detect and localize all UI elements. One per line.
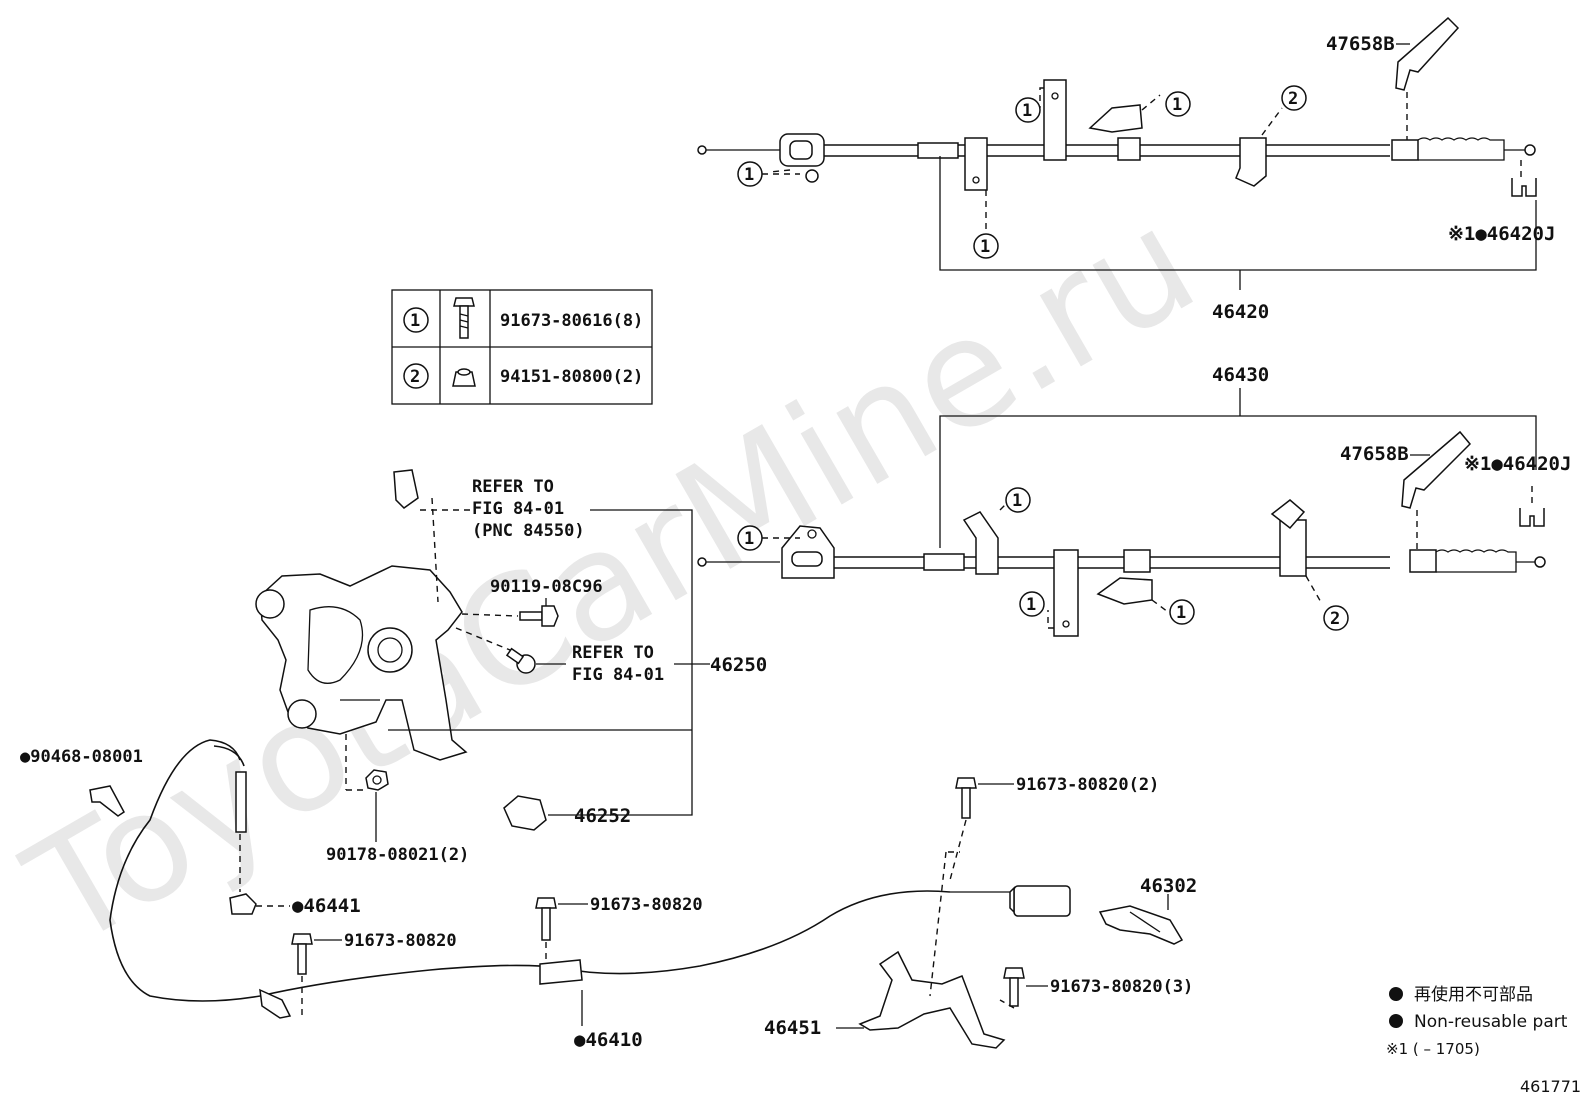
callout-lower-1b: 1	[1005, 487, 1031, 513]
bolt-91673-80820-2	[949, 777, 1014, 881]
table-row: 1 91673-80616(8)	[403, 297, 643, 339]
legend-jp: 再使用不可部品	[1414, 984, 1533, 1005]
label-47658b-top: 47658B	[1326, 33, 1395, 55]
table-cell-part: 91673-80616(8)	[500, 311, 643, 331]
clip-90468	[89, 785, 125, 817]
svg-text:1: 1	[1172, 95, 1182, 115]
parking-brake-pedal	[255, 469, 468, 791]
callout-upper-1d: 1	[1165, 91, 1191, 117]
label-46451: 46451	[764, 1017, 821, 1039]
label-46420j-mid: ※1●46420J	[1464, 453, 1571, 475]
bolt-91673-80820-left	[291, 933, 342, 1016]
svg-text:1: 1	[744, 165, 754, 185]
cable-46430	[697, 430, 1546, 637]
legend: 再使用不可部品 Non-reusable part ※1 ( – 1705)	[1386, 984, 1568, 1058]
svg-text:1: 1	[410, 311, 420, 331]
label-46420j-top: ※1●46420J	[1448, 223, 1555, 245]
bolt-refer-fig	[455, 627, 566, 674]
callout-lower-1d: 1	[1169, 599, 1195, 625]
svg-text:2: 2	[410, 367, 420, 387]
label-46420: 46420	[1212, 301, 1269, 323]
table-row: 2 94151-80800(2)	[403, 363, 643, 389]
grommet-46441	[229, 834, 290, 915]
label-91673-left: 91673-80820	[344, 931, 457, 951]
label-46250: 46250	[710, 654, 767, 676]
callout-lower-2: 2	[1323, 605, 1349, 631]
table-cell-part: 94151-80800(2)	[500, 367, 643, 387]
bolt-90119	[461, 598, 559, 627]
watermark: ToyotaCarMine.ru	[0, 175, 1223, 981]
svg-text:1: 1	[1022, 101, 1032, 121]
label-90178: 90178-08021(2)	[326, 845, 469, 865]
label-91673-center: 91673-80820	[590, 895, 703, 915]
label-46302: 46302	[1140, 875, 1197, 897]
label-46441: ●46441	[292, 895, 361, 917]
label-refer-b2: FIG 84-01	[572, 665, 664, 685]
pedal-pad-46252	[503, 795, 547, 831]
label-46410: ●46410	[574, 1029, 643, 1051]
clamp-46302	[1098, 894, 1184, 945]
label-refer-a2: FIG 84-01	[472, 499, 564, 519]
label-46252: 46252	[574, 805, 631, 827]
label-refer-b1: REFER TO	[572, 643, 654, 663]
nut-90178	[365, 769, 389, 791]
fastener-table: 1 91673-80616(8) 2 94151-80800(2)	[391, 289, 653, 405]
svg-text:2: 2	[1330, 609, 1340, 629]
callout-lower-1a: 1	[737, 525, 763, 551]
nut-icon	[452, 368, 476, 387]
label-46430: 46430	[1212, 364, 1269, 386]
legend-footnote: ※1 ( – 1705)	[1386, 1040, 1480, 1058]
svg-text:2: 2	[1288, 89, 1298, 109]
label-90468: ●90468-08001	[20, 747, 143, 767]
bolt-91673-80820-3	[999, 967, 1048, 1009]
svg-text:1: 1	[1012, 491, 1022, 511]
label-47658b-mid: 47658B	[1340, 443, 1409, 465]
callout-upper-1c: 1	[1015, 97, 1041, 123]
label-refer-a1: REFER TO	[472, 477, 554, 497]
callout-upper-2: 2	[1281, 85, 1307, 111]
label-91673-3: 91673-80820(3)	[1050, 977, 1193, 997]
label-90119: 90119-08C96	[490, 577, 603, 597]
bolt-icon	[453, 297, 475, 339]
non-reusable-dot-icon	[1389, 1014, 1403, 1028]
svg-text:1: 1	[1176, 603, 1186, 623]
callout-upper-1a: 1	[737, 161, 763, 187]
cable-46420	[697, 16, 1537, 290]
legend-en: Non-reusable part	[1414, 1012, 1568, 1032]
bolt-91673-80820-center	[535, 897, 588, 962]
label-refer-a3: (PNC 84550)	[472, 521, 585, 541]
callout-lower-1c: 1	[1019, 591, 1045, 617]
callout-upper-1b: 1	[973, 233, 999, 259]
svg-text:1: 1	[744, 529, 754, 549]
label-91673-2: 91673-80820(2)	[1016, 775, 1159, 795]
diagram-id: 461771	[1520, 1077, 1581, 1096]
svg-text:1: 1	[980, 237, 990, 257]
release-cable-46410	[109, 739, 1071, 1019]
bracket-46451	[836, 851, 1006, 1049]
non-reusable-dot-icon	[1389, 987, 1403, 1001]
svg-text:1: 1	[1026, 595, 1036, 615]
